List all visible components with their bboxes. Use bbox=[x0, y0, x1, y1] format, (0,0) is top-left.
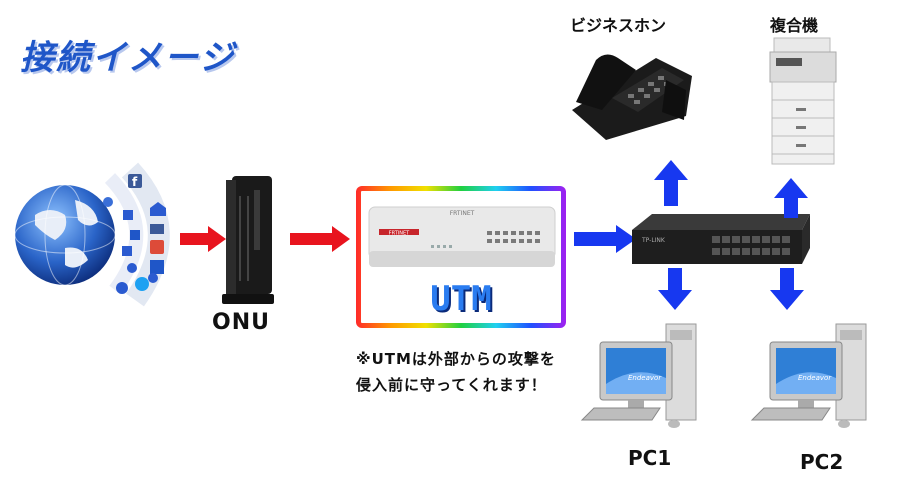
mfp-label: 複合機 bbox=[770, 16, 819, 35]
arrow-right-icon bbox=[180, 226, 226, 252]
arrow-up-icon bbox=[654, 160, 688, 206]
pc1-illustration: Endeavor bbox=[580, 323, 697, 428]
utm-device-box: FRTINET FRTINET UTM bbox=[356, 186, 566, 328]
arrow-right-icon bbox=[574, 225, 636, 253]
note-line-1: ※UTMは外部からの攻撃を bbox=[356, 350, 556, 368]
arrow-down-icon bbox=[770, 268, 804, 310]
switch-brand-text: TP-LINK bbox=[641, 237, 666, 244]
utm-label: UTM bbox=[430, 279, 492, 319]
app-icon bbox=[130, 230, 140, 240]
mfp-printer-illustration bbox=[769, 37, 837, 165]
globe-icon bbox=[15, 185, 115, 285]
app-icon bbox=[123, 210, 133, 220]
business-phone-label: ビジネスホン bbox=[570, 16, 667, 35]
chat-icon bbox=[122, 246, 132, 256]
pc1-label: PC1 bbox=[628, 446, 672, 470]
pc-brand-text: Endeavor bbox=[628, 374, 662, 382]
social-icon bbox=[150, 224, 164, 234]
home-icon bbox=[150, 202, 166, 216]
google-plus-icon bbox=[150, 240, 164, 254]
pc2-illustration: Endeavor bbox=[750, 323, 867, 428]
wifi-icon bbox=[103, 197, 113, 207]
app-icon bbox=[148, 273, 158, 283]
network-switch-illustration: TP-LINK bbox=[632, 214, 810, 264]
business-phone-illustration bbox=[572, 54, 692, 140]
arrow-right-icon bbox=[290, 226, 350, 252]
fortinet-firewall-illustration: FRTINET FRTINET bbox=[368, 206, 556, 267]
fortinet-logo-text: FRTINET bbox=[450, 210, 475, 217]
internet-globe-illustration: f bbox=[14, 162, 170, 307]
windows-icon bbox=[150, 260, 164, 274]
utm-note: ※UTMは外部からの攻撃を 侵入前に守ってくれます！ bbox=[356, 346, 556, 398]
facebook-icon bbox=[128, 174, 142, 188]
svg-text:FRTINET: FRTINET bbox=[389, 231, 410, 237]
arrow-down-icon bbox=[658, 268, 692, 310]
link-icon bbox=[127, 263, 137, 273]
onu-device-illustration bbox=[222, 176, 274, 304]
note-line-2: 侵入前に守ってくれます！ bbox=[356, 376, 547, 394]
page-title: 接続イメージ bbox=[20, 38, 236, 78]
pc2-label: PC2 bbox=[800, 450, 844, 474]
onu-label: ONU bbox=[212, 310, 270, 335]
home-icon bbox=[116, 282, 128, 294]
arrow-up-icon bbox=[774, 178, 808, 218]
twitter-icon bbox=[135, 277, 149, 291]
pc-brand-text: Endeavor bbox=[798, 374, 832, 382]
svg-text:f: f bbox=[132, 175, 138, 189]
